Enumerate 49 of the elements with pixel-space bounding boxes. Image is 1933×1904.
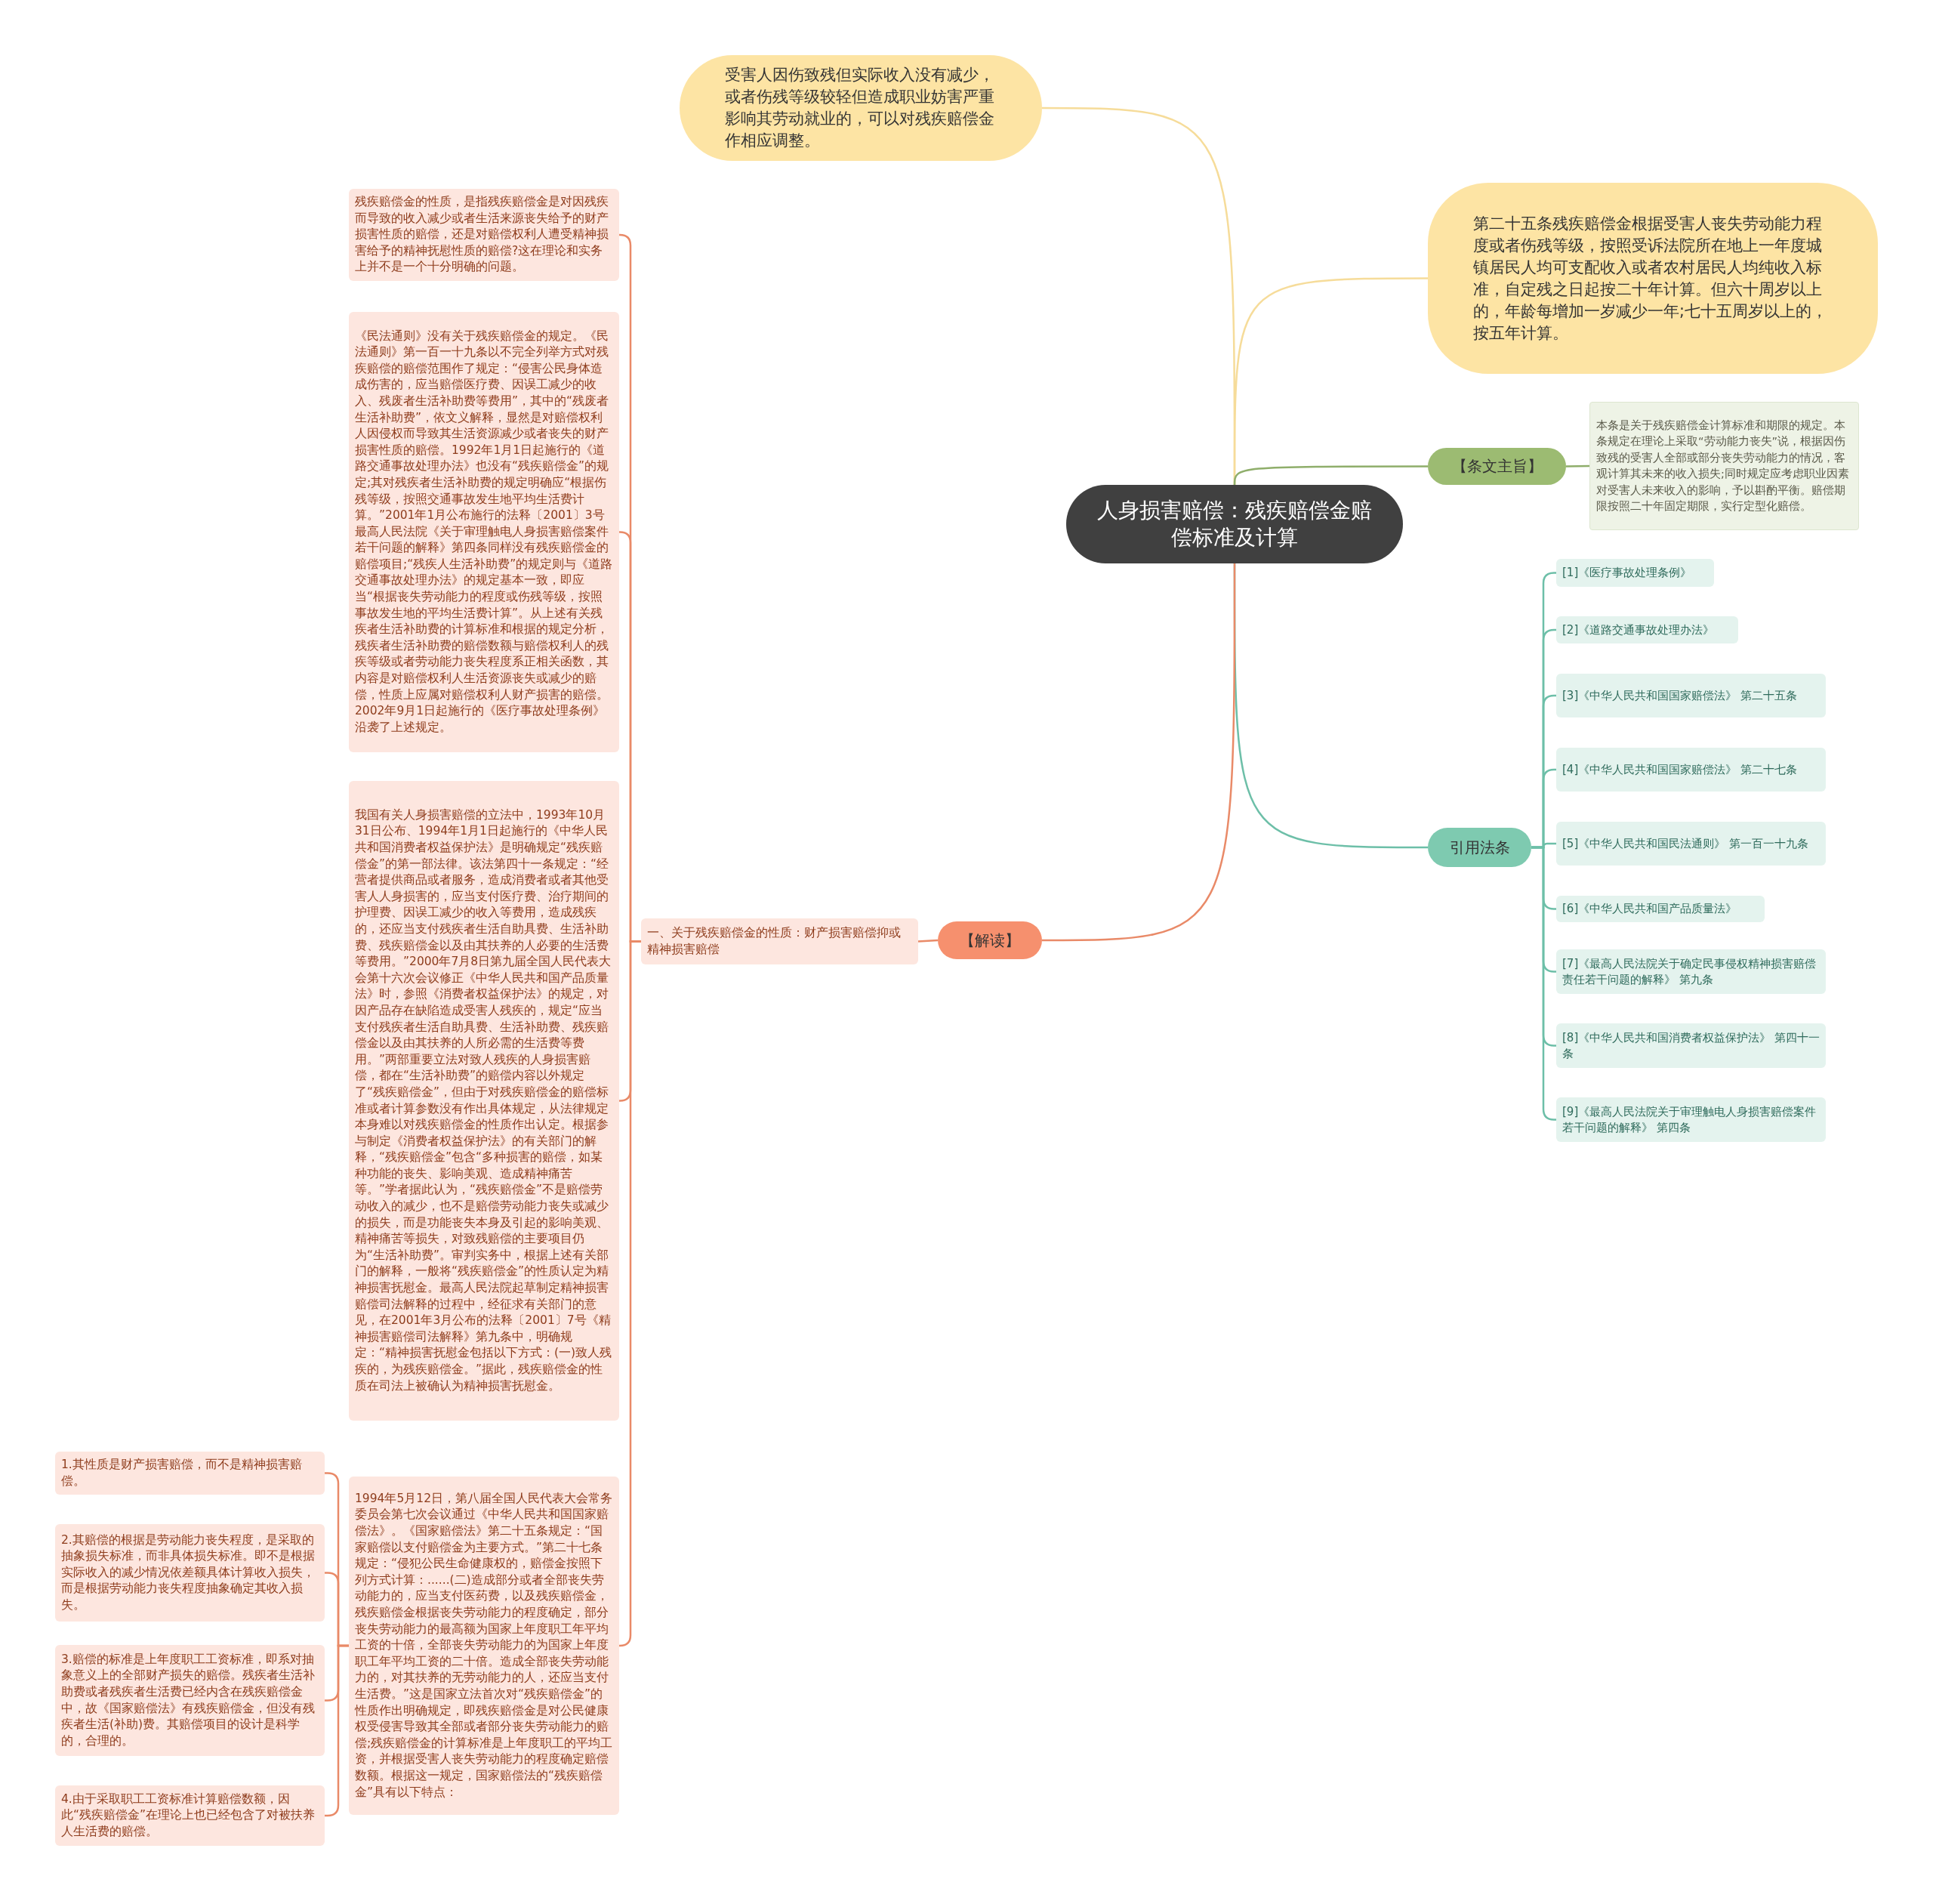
bubble-text: 受害人因伤致残但实际收入没有减少，或者伤残等级较轻但造成职业妨害严重影响其劳动就业的，可以对残疾赔偿金作相应调整。 — [725, 65, 995, 151]
paragraph-text: 我国有关人身损害赔偿的立法中，1993年10月31日公布、1994年1月1日起施行的《中华人民共和国消费者权益保护法》是明确规定“残疾赔偿金”的第一部法律。该法第四十一条规定：“经营者提供商品或者服务，造成消费者或者其他受害人人身损害的，应当支付医疗费、治疗期间的护理费、因误工减少的收入等费用，造成残疾的，还应当支付残疾者生活自助具费、生活补助费、残疾赔偿金以及由其扶养的人必要的生活费等费用。”2000年7月8日第九届全国人民代表大会第十六次会议修正《中华人民共和国产品质量法》时，参照《消费者权益保护法》的规定，对因产品存在缺陷造成受害人残疾的，规定“应当支付残疾者生活自助具费、生活补助费、残疾赔偿金以及由其扶养的人所必需的生活费等费用。”两部重要立法对致人残疾的人身损害赔偿，都在“生活补助费”的赔偿内容以外规定了“残疾赔偿金”，但由于对残疾赔偿金的赔偿标准或者计算参数没有作出具体规定，从法律规定本身难以对残疾赔偿金的性质作出认定。根据参与制定《消费者权益保护法》的有关部门的解释，“残疾赔偿金”包含“多种损害的赔偿，如某种功能的丧失、影响美观、造成精神痛苦等。”学者据此认为，“残疾赔偿金”不是赔偿劳动收入的减少，也不是赔偿劳动能力丧失或减少的损失，而是功能丧失本身及引起的影响美观、精神痛苦等损失，对致残赔偿的主要项目仍为“生活补助费”。审判实务中，根据上述有关部门的解释，一般将“残疾赔偿金”的性质认定为精神损害抚慰金。最高人民法院起草制定精神损害赔偿司法解释的过程中，经征求有关部门的意见，在2001年3月公布的法释〔2001〕7号《精神损害赔偿司法解释》第九条中，明确规定：“精神损害抚慰金包括以下方式：(一)致人残疾的，为残疾赔偿金。”据此，残疾赔偿金的性质在司法上被确认为精神损害抚慰金。 — [355, 807, 613, 1394]
citation-text: [5]《中华人民共和国民法通则》 第一百一十九条 — [1562, 835, 1808, 852]
branch-pill — [938, 921, 1042, 959]
paragraph-text: 《民法通则》没有关于残疾赔偿金的规定。《民法通则》第一百一十九条以不完全列举方式对残疾赔偿的赔偿范围作了规定：“侵害公民身体造成伤害的，应当赔偿医疗费、因误工减少的收入、残废者生活补助费等费用”，其中的“残废者生活补助费”，依文义解释，显然是对赔偿权利人因侵权而导致其生活资源减少或者丧失的财产损害性质的赔偿。1992年1月1日起施行的《道路交通事故处理办法》也没有“残疾赔偿金”的规定;其对残疾者生活补助费的规定明确应“根据伤残等级，按照交通事故发生地平均生活费计算。”2001年1月公布施行的法释〔2001〕3号最高人民法院《关于审理触电人身损害赔偿案件若干问题的解释》第四条同样没有残疾赔偿金的赔偿项目;“残疾人生活补助费”的规定则与《道路交通事故处理办法》的规定基本一致，即应当“根据丧失劳动能力的程度或伤残等级，按照事故发生地的平均生活费计算”。从上述有关残疾者生活补助费的计算标准和根据的规定分析，残疾者生活补助费的赔偿数额与赔偿权利人的残疾等级或者劳动能力丧失程度系正相关函数，其内容是对赔偿权利人生活资源丧失或减少的赔偿，性质上应属对赔偿权利人财产损害的赔偿。2002年9月1日起施行的《医疗事故处理条例》沿袭了上述规定。 — [355, 328, 613, 736]
connector-line — [1042, 563, 1236, 942]
text-card — [55, 1785, 325, 1846]
text-card — [55, 1645, 325, 1756]
citation-text: [1]《医疗事故处理条例》 — [1562, 565, 1692, 581]
citation-card — [1556, 822, 1826, 866]
connector-line — [1565, 464, 1590, 468]
citation-card — [1556, 616, 1738, 643]
citation-card — [1556, 949, 1826, 994]
citation-card — [1556, 1097, 1826, 1142]
paragraph-text: 2.其赔偿的根据是劳动能力丧失程度，是采取的抽象损失标准，而非具体损失标准。即不是根据实际收入的减少情况依差额具体计算收入损失，而是根据劳动能力丧失程度抽象确定其收入损失。 — [61, 1532, 316, 1613]
citation-card — [1556, 674, 1826, 717]
citation-text: [8]《中华人民共和国消费者权益保护法》 第四十一条 — [1562, 1029, 1820, 1062]
text-card — [349, 189, 619, 281]
paragraph-text: 1994年5月12日，第八届全国人民代表大会常务委员会第七次会议通过《中华人民共和国国家赔偿法》。《国家赔偿法》第二十五条规定：“国家赔偿以支付赔偿金为主要方式。”第二十七条规定：“侵犯公民生命健康权的，赔偿金按照下列方式计算：......(二)造成部分或者全部丧失劳动能力的，应当支付医药费，以及残疾赔偿金，残疾赔偿金根据丧失劳动能力的程度确定，部分丧失劳动能力的最高额为国家上年度职工年平均工资的十倍，全部丧失劳动能力的为国家上年度职工年平均工资的二十倍。造成全部丧失劳动能力的，对其扶养的无劳动能力的人，还应当支付生活费。”这是国家立法首次对“残疾赔偿金”的性质作出明确规定，即残疾赔偿金是对公民健康权受侵害导致其全部或者部分丧失劳动能力的赔偿;残疾赔偿金的计算标准是上年度职工的平均工资，并根据受害人丧失劳动能力的程度确定赔偿数额。根据这一规定，国家赔偿法的“残疾赔偿金”具有以下特点： — [355, 1490, 613, 1801]
citation-text: [6]《中华人民共和国产品质量法》 — [1562, 901, 1737, 917]
paragraph-text: 4.由于采取职工工资标准计算赔偿数额，因此“残疾赔偿金”在理论上也已经包含了对被扶养人生活费的赔偿。 — [61, 1791, 316, 1840]
branch-pill — [1428, 828, 1531, 867]
citation-text: [7]《最高人民法院关于确定民事侵权精神损害赔偿责任若干问题的解释》 第九条 — [1562, 955, 1817, 988]
branch-label: 引用法条 — [1449, 837, 1510, 858]
citation-card — [1556, 559, 1714, 587]
paragraph-text: 3.赔偿的标准是上年度职工工资标准，即系对抽象意义上的全部财产损失的赔偿。残疾者生活补助费或者残疾者生活费已经内含在残疾赔偿金中，故《国家赔偿法》有残疾赔偿金，但没有残疾者生活(补助)费。其赔偿项目的设计是科学的，合理的。 — [61, 1651, 316, 1749]
citation-card — [1556, 748, 1826, 792]
text-card — [55, 1524, 325, 1622]
citation-card — [1556, 896, 1765, 922]
text-card — [55, 1452, 325, 1495]
citation-card — [1556, 1023, 1826, 1068]
paragraph-text: 一、关于残疾赔偿金的性质：财产损害赔偿抑或精神损害赔偿 — [647, 924, 902, 958]
branch-label: 【解读】 — [960, 930, 1020, 951]
text-card — [641, 918, 918, 964]
citation-text: [9]《最高人民法院关于审理触电人身损害赔偿案件若干问题的解释》 第四条 — [1562, 1103, 1817, 1136]
bubble-text: 第二十五条残疾赔偿金根据受害人丧失劳动能力程度或者伤残等级，按照受诉法院所在地上一年度城镇居民人均可支配收入或者农村居民人均纯收入标准，自定残之日起按二十年计算。但六十周岁以上的，年龄每增加一岁减少一年;七十五周岁以上的，按五年计算。 — [1473, 213, 1828, 344]
citation-text: [2]《道路交通事故处理办法》 — [1562, 622, 1715, 638]
connector-line — [917, 939, 939, 943]
paragraph-text: 残疾赔偿金的性质，是指残疾赔偿金是对因残疾而导致的收入减少或者生活来源丧失给予的财产损害性质的赔偿，还是对赔偿权利人遭受精神损害给予的精神抚慰性质的赔偿?这在理论和实务上并不是一个十分明确的问题。 — [355, 194, 609, 276]
topic-title: 人身损害赔偿：残疾赔偿金赔偿标准及计算 — [1096, 497, 1373, 551]
branch-pill — [1428, 448, 1566, 485]
paragraph-text: 1.其性质是财产损害赔偿，而不是精神损害赔偿。 — [61, 1456, 303, 1489]
citation-text: [3]《中华人民共和国国家赔偿法》 第二十五条 — [1562, 687, 1797, 704]
note-card — [1589, 402, 1859, 530]
branch-label: 【条文主旨】 — [1451, 456, 1543, 477]
connector-line — [1233, 465, 1428, 486]
note-text: 本条是关于残疾赔偿金计算标准和期限的规定。本条规定在理论上采取“劳动能力丧失”说，根据因伤致残的受害人全部或部分丧失劳动能力的情况，客观计算其未来的收入损失;同时规定应考虑职业因素对受害人未来收入的影响，予以斟酌平衡。赔偿期限按照二十年固定期限，实行定型化赔偿。 — [1596, 418, 1850, 514]
topic-bubble — [1428, 183, 1878, 374]
citation-text: [4]《中华人民共和国国家赔偿法》 第二十七条 — [1562, 761, 1797, 778]
